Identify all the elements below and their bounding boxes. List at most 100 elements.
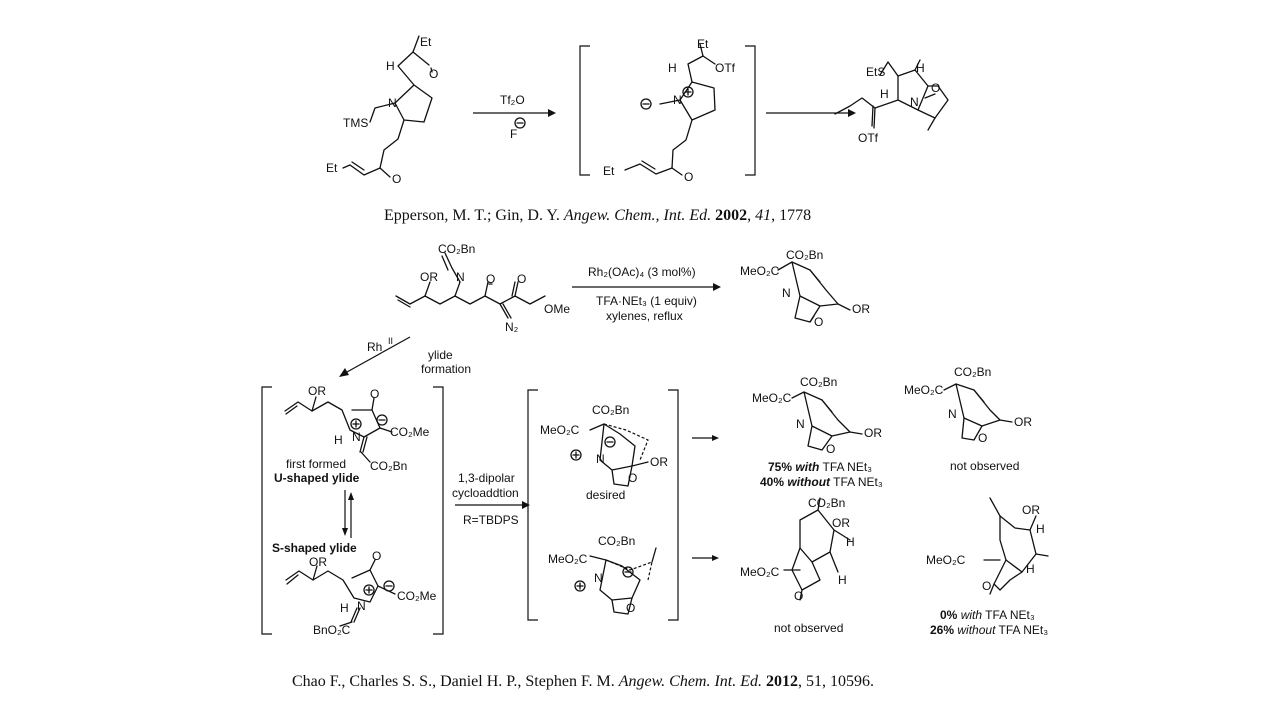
int-et-bottom-label: Et bbox=[603, 164, 615, 178]
u-or-label: OR bbox=[308, 384, 326, 398]
sm-ome-label: OMe bbox=[544, 302, 570, 316]
p3-not-observed-label: not observed bbox=[774, 621, 843, 635]
p1-yield-with: 75% with TFA NEt₃ bbox=[768, 460, 872, 474]
p2-or-label: OR bbox=[1014, 415, 1032, 429]
ylide-line1-label: ylide bbox=[428, 348, 453, 362]
prod-n-label: N bbox=[910, 95, 919, 109]
cyclo-line2-label: cycloaddtion bbox=[452, 486, 519, 500]
product-4: OR H MeO₂C H O 0% with TFA NEt₃ 26% with… bbox=[926, 497, 1049, 637]
p2-meo2c-label: MeO₂C bbox=[904, 383, 944, 397]
prod-h2-label: H bbox=[880, 87, 889, 101]
scheme-1: Et O H N TMS Et O Tf₂O F bbox=[326, 35, 949, 186]
prod-meo2c-label: MeO₂C bbox=[740, 264, 780, 278]
p4-h1-label: H bbox=[1036, 522, 1045, 536]
prod-o-label: O bbox=[814, 315, 823, 329]
ts1-n-label: N bbox=[596, 452, 605, 466]
rh-catalyst-label: Rh bbox=[367, 340, 382, 354]
equilibrium-arrows bbox=[342, 490, 354, 538]
product-2-not-observed: CO₂Bn MeO₂C N OR O not observed bbox=[904, 365, 1032, 473]
p4-yield-with: 0% with TFA NEt₃ bbox=[940, 608, 1035, 622]
citation-epperson-gin: Epperson, M. T.; Gin, D. Y. Angew. Chem.… bbox=[384, 207, 812, 224]
u-note-u-shaped: U-shaped ylide bbox=[274, 471, 360, 485]
u-h-label: H bbox=[334, 433, 343, 447]
citation1-volume: 41 bbox=[755, 207, 772, 224]
u-n-label: N bbox=[352, 430, 361, 444]
ylide-conformers: OR O H N CO₂Me CO₂Bn first formed U-shap… bbox=[261, 384, 444, 637]
ylide-formation-arrow: Rh II ylide formation bbox=[339, 336, 471, 377]
u-co2bn-label: CO₂Bn bbox=[370, 459, 407, 473]
reagent-fluoride-label: F bbox=[510, 127, 517, 141]
plus-charge-icon bbox=[363, 584, 375, 596]
s-n-label: N bbox=[357, 599, 366, 613]
p1-n-label: N bbox=[796, 417, 805, 431]
scheme1-intermediate: Et OTf H N Et O bbox=[579, 37, 756, 184]
s-note-s-shaped: S-shaped ylide bbox=[272, 541, 357, 555]
ts1-meo2c-label: MeO₂C bbox=[540, 423, 580, 437]
p2-o-label: O bbox=[978, 431, 987, 445]
citation-chao-et-al: Chao F., Charles S. S., Daniel H. P., St… bbox=[292, 673, 874, 691]
rh-oxidation-sup: II bbox=[388, 336, 393, 346]
p1-or-label: OR bbox=[864, 426, 882, 440]
s-co2me-label: CO₂Me bbox=[397, 589, 437, 603]
minus-charge-icon bbox=[640, 98, 652, 110]
r-definition-label: R=TBDPS bbox=[463, 513, 519, 527]
plus-charge-icon bbox=[682, 86, 694, 98]
sm-n2-label: N₂ bbox=[505, 320, 519, 334]
scheme1-product: EtS H H N O OTf bbox=[834, 59, 949, 145]
plus-charge-icon bbox=[350, 418, 362, 430]
sm-o-top-label: O bbox=[429, 67, 438, 81]
citation1-journal: Angew. Chem., Int. Ed. bbox=[563, 207, 712, 224]
citation2-year: 2012 bbox=[766, 673, 799, 690]
product-arrows bbox=[692, 435, 719, 561]
s-or-label: OR bbox=[309, 555, 327, 569]
p3-h1-label: H bbox=[846, 535, 855, 549]
u-note-first-formed: first formed bbox=[286, 457, 346, 471]
scheme2-cage-product: CO₂Bn MeO₂C N OR O bbox=[740, 248, 870, 329]
ts1-co2bn-label: CO₂Bn bbox=[592, 403, 629, 417]
int-o-bottom-label: O bbox=[684, 170, 693, 184]
p2-co2bn-label: CO₂Bn bbox=[954, 365, 991, 379]
citation2-rest: , 51, 10596. bbox=[798, 673, 875, 690]
ts2-co2bn-label: CO₂Bn bbox=[598, 534, 635, 548]
p3-co2bn-label: CO₂Bn bbox=[808, 496, 845, 510]
plus-charge-icon bbox=[570, 449, 582, 461]
ts1-or-label: OR bbox=[650, 455, 668, 469]
prod-otf-label: OTf bbox=[858, 131, 879, 145]
prod-ets-label: EtS bbox=[866, 65, 885, 79]
transition-states: CO₂Bn MeO₂C N OR O desired CO₂Bn MeO₂C N bbox=[527, 389, 679, 621]
prod-co2bn-label: CO₂Bn bbox=[786, 248, 823, 262]
s-bno2c-label: BnO₂C bbox=[313, 623, 351, 637]
sm-co2bn-label: CO₂Bn bbox=[438, 242, 475, 256]
cond-additive-label: TFA·NEt₃ (1 equiv) bbox=[596, 294, 697, 308]
cond-solvent-label: xylenes, reflux bbox=[606, 309, 683, 323]
p4-o-label: O bbox=[982, 579, 991, 593]
s-shaped-ylide: S-shaped ylide OR O H N CO₂Me BnO₂C bbox=[272, 541, 437, 637]
p1-meo2c-label: MeO₂C bbox=[752, 391, 792, 405]
citation1-year: 2002 bbox=[715, 207, 748, 224]
p2-n-label: N bbox=[948, 407, 957, 421]
scheme1-starting-material: Et O H N TMS Et O bbox=[326, 35, 438, 186]
p2-not-observed-label: not observed bbox=[950, 459, 1019, 473]
cycloaddition-arrow: 1,3-dipolar cycloaddtion R=TBDPS bbox=[452, 471, 530, 527]
p1-yield-without: 40% without TFA NEt₃ bbox=[760, 475, 883, 489]
minus-charge-icon bbox=[514, 117, 526, 129]
int-otf-label: OTf bbox=[715, 61, 736, 75]
plus-charge-icon bbox=[574, 580, 586, 592]
prod-n-label: N bbox=[782, 286, 791, 300]
citation2-journal: Angew. Chem. Int. Ed. bbox=[618, 673, 763, 690]
minus-charge-icon bbox=[383, 580, 395, 592]
ylide-line2-label: formation bbox=[421, 362, 471, 376]
citation2-authors: Chao F., Charles S. S., Daniel H. P., St… bbox=[292, 673, 615, 690]
citation1-authors: Epperson, M. T.; Gin, D. Y. bbox=[384, 207, 560, 224]
ts-undesired: CO₂Bn MeO₂C N O bbox=[548, 534, 657, 615]
sm-n-label: N bbox=[456, 270, 465, 284]
p3-meo2c-label: MeO₂C bbox=[740, 565, 780, 579]
minus-charge-icon bbox=[622, 566, 634, 578]
ts1-o-label: O bbox=[628, 471, 637, 485]
scheme2-conditions-arrow: Rh₂(OAc)₄ (3 mol%) TFA·NEt₃ (1 equiv) xy… bbox=[572, 265, 721, 323]
cyclo-line1-label: 1,3-dipolar bbox=[458, 471, 515, 485]
u-co2me-label: CO₂Me bbox=[390, 425, 430, 439]
minus-charge-icon bbox=[604, 436, 616, 448]
u-shaped-ylide: OR O H N CO₂Me CO₂Bn first formed U-shap… bbox=[274, 384, 430, 485]
